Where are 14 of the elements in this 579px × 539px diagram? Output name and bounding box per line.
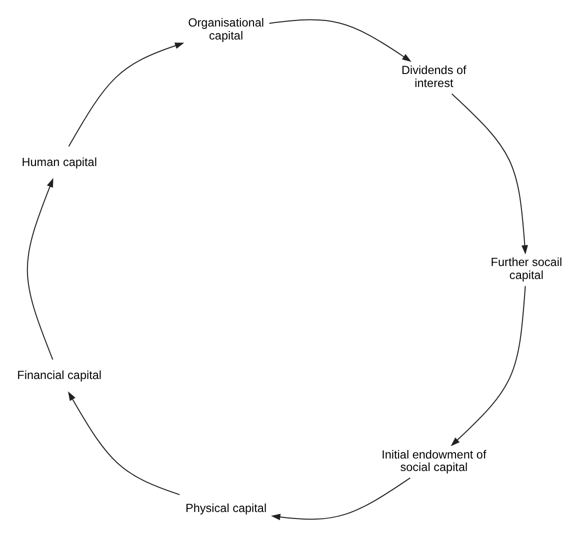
arrow	[450, 286, 526, 446]
arrow	[268, 19, 412, 62]
node-text: Further socail capital	[490, 256, 562, 282]
node-text: Human capital	[22, 156, 97, 169]
arrow	[271, 477, 411, 520]
arrow	[451, 93, 528, 254]
node-text: Initial endowment of social capital	[382, 448, 486, 474]
arrow	[26, 178, 54, 360]
node-text: Dividends of interest	[402, 64, 466, 90]
arrow	[68, 42, 184, 147]
node-text: Organisational capital	[188, 16, 264, 42]
node-text: Financial capital	[17, 369, 102, 382]
arrow	[68, 391, 180, 496]
node-text: Physical capital	[186, 502, 267, 516]
